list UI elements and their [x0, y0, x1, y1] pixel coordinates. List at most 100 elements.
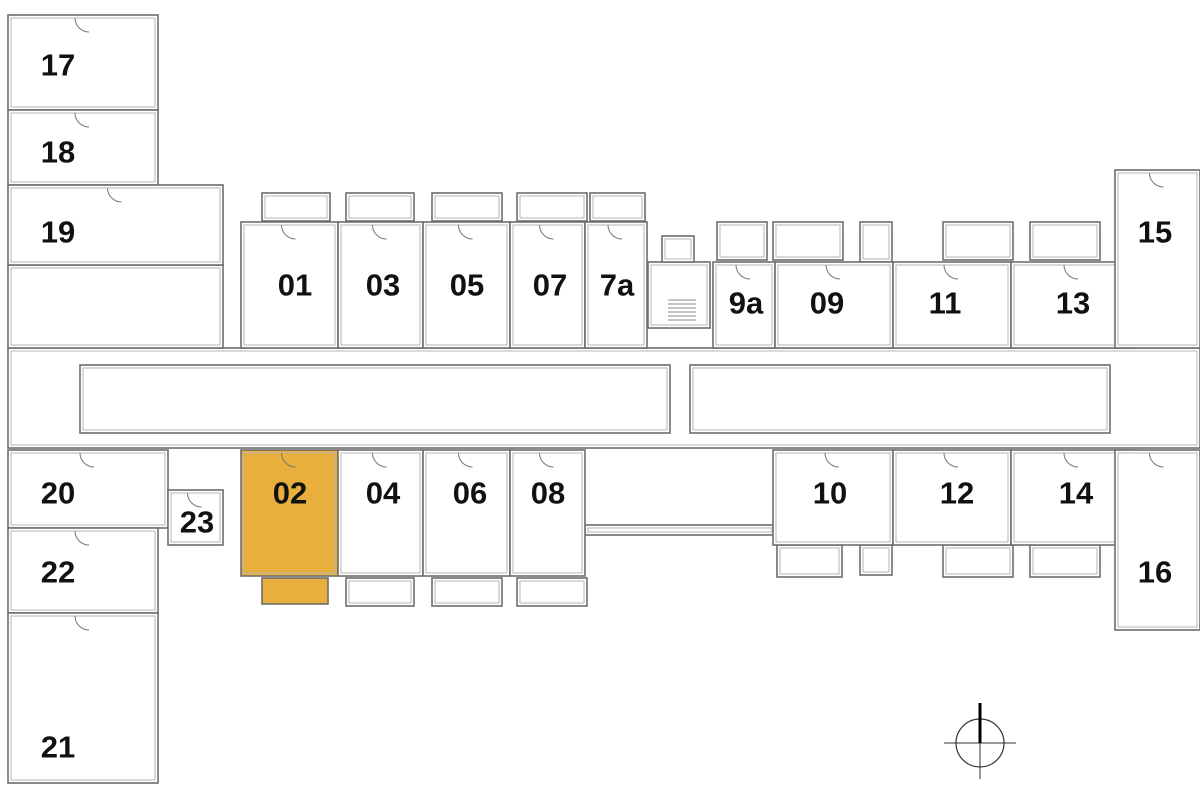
unit-06[interactable]: 06 [422, 449, 511, 577]
door-icon [74, 615, 90, 631]
unit-18[interactable]: 18 [7, 109, 159, 186]
unit-02-area[interactable] [240, 449, 339, 577]
unit-label[interactable]: 01 [278, 268, 312, 303]
balcony-inner-wall [719, 224, 765, 258]
unit-21-area[interactable] [7, 612, 159, 784]
unit-04[interactable]: 04 [337, 449, 424, 577]
unit-11[interactable]: 11 [892, 261, 1012, 349]
unit-label[interactable]: 12 [940, 476, 974, 511]
unit-9a-area[interactable] [712, 261, 776, 349]
unit-label[interactable]: 05 [450, 268, 484, 303]
unit-15-area[interactable] [1114, 169, 1200, 349]
door-icon [1149, 172, 1164, 188]
unit-15[interactable]: 15 [1114, 169, 1200, 349]
unit-17-area[interactable] [7, 14, 159, 111]
unit-20-inner-wall [10, 452, 166, 526]
unit-label[interactable]: 10 [813, 476, 847, 511]
unit-label[interactable]: 07 [533, 268, 567, 303]
unit-14[interactable]: 14 [1010, 449, 1134, 546]
unit-08[interactable]: 08 [509, 449, 586, 577]
unit-01-area[interactable] [240, 221, 339, 349]
unit-07-inner-wall [512, 224, 583, 346]
unit-label[interactable]: 02 [273, 476, 307, 511]
unit-04-area[interactable] [337, 449, 424, 577]
unit-20-area[interactable] [7, 449, 169, 529]
balcony [261, 192, 331, 222]
unit-20[interactable]: 20 [7, 449, 169, 529]
unit-07[interactable]: 07 [509, 221, 586, 349]
balcony-inner-wall [434, 195, 500, 219]
bridge-inner-wall [587, 527, 773, 533]
unit-7a-area[interactable] [584, 221, 648, 349]
unit-16[interactable]: 16 [1114, 449, 1200, 631]
unit-23[interactable]: 23 [167, 489, 224, 546]
stairwell [647, 261, 711, 329]
balcony [1029, 544, 1101, 578]
balcony-inner-wall [348, 580, 412, 604]
unit-03[interactable]: 03 [337, 221, 424, 349]
unit-label[interactable]: 15 [1138, 215, 1172, 250]
unit-label[interactable]: 11 [929, 286, 962, 321]
unit-06-area[interactable] [422, 449, 511, 577]
unit-label[interactable]: 7a [600, 268, 635, 303]
unit-label[interactable]: 04 [366, 476, 401, 511]
unit-22-area[interactable] [7, 527, 159, 614]
unit-23-area[interactable] [167, 489, 224, 546]
unit-11-inner-wall [895, 264, 1009, 346]
unit-label[interactable]: 08 [531, 476, 565, 511]
unit-label[interactable]: 09 [810, 286, 844, 321]
balcony-inner-wall [945, 224, 1011, 258]
unit-11-area[interactable] [892, 261, 1012, 349]
unit-10-inner-wall [775, 452, 891, 543]
door-icon [943, 452, 959, 468]
unit-label[interactable]: 16 [1138, 555, 1172, 590]
unit-02-balcony[interactable] [261, 577, 329, 605]
unit-label[interactable]: 21 [41, 730, 75, 765]
unit-10[interactable]: 10 [772, 449, 894, 546]
unit-label[interactable]: 14 [1059, 476, 1094, 511]
door-icon [539, 452, 554, 468]
unit-label[interactable]: 9a [729, 286, 764, 321]
unit-label[interactable]: 03 [366, 268, 400, 303]
unit-02[interactable]: 02 [240, 449, 339, 605]
balcony-inner-wall [519, 580, 585, 604]
door-icon [735, 264, 751, 280]
unit-label[interactable]: 20 [41, 476, 75, 511]
balcony-inner-wall [1032, 224, 1098, 258]
unit-22[interactable]: 22 [7, 527, 159, 614]
unit-label[interactable]: 13 [1056, 286, 1090, 321]
unit-09-area[interactable] [774, 261, 894, 349]
unit-09[interactable]: 09 [774, 261, 894, 349]
unit-13[interactable]: 13 [1010, 261, 1134, 349]
unit-19[interactable]: 19 [7, 184, 224, 266]
door-icon [825, 264, 841, 280]
unit-label[interactable]: 19 [41, 215, 75, 250]
unit-23-inner-wall [170, 492, 221, 543]
unit-06-inner-wall [425, 452, 508, 574]
unit-05[interactable]: 05 [422, 221, 511, 349]
unit-19-area[interactable] [7, 184, 224, 266]
unit-07-area[interactable] [509, 221, 586, 349]
unit-12[interactable]: 12 [892, 449, 1012, 546]
door-icon [74, 17, 90, 33]
unit-13-area[interactable] [1010, 261, 1134, 349]
unit-01[interactable]: 01 [240, 221, 339, 349]
unit-label[interactable]: 17 [41, 48, 75, 83]
unit-17[interactable]: 17 [7, 14, 159, 111]
unit-08-area[interactable] [509, 449, 586, 577]
unit-7a[interactable]: 7a [584, 221, 648, 349]
unit-label[interactable]: 06 [453, 476, 487, 511]
balcony-inner-wall [945, 547, 1011, 575]
unit-label[interactable]: 22 [41, 555, 75, 590]
unit-label[interactable]: 23 [180, 505, 214, 540]
unit-16-inner-wall [1117, 452, 1198, 628]
door-icon [607, 224, 623, 240]
unit-16-area[interactable] [1114, 449, 1200, 631]
unit-18-area[interactable] [7, 109, 159, 186]
unit-03-area[interactable] [337, 221, 424, 349]
unit-label[interactable]: 18 [41, 135, 75, 170]
unit-21[interactable]: 21 [7, 612, 159, 784]
balcony-inner-wall [775, 224, 841, 258]
unit-9a[interactable]: 9a [712, 261, 776, 349]
balcony [1029, 221, 1101, 261]
